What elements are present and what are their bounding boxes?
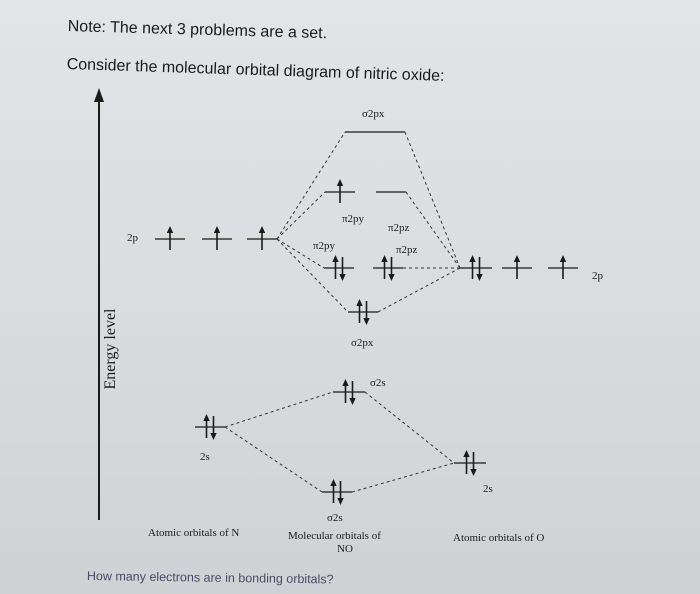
sigma-2px-star-label: σ2px xyxy=(362,108,385,120)
energy-axis xyxy=(94,88,104,520)
sigma-2s-label: σ2s xyxy=(327,512,343,524)
o-2p-electron-up-arrow-icon xyxy=(559,255,567,262)
o-2p-electron-up-arrow-icon xyxy=(513,255,521,262)
sigma-2s-star-electron-down-arrow-icon xyxy=(349,398,356,405)
o-2s-electron-up-arrow-icon xyxy=(463,450,470,457)
dash-sigma2s-o2s xyxy=(351,462,455,493)
n-2s-electron-up-arrow-icon xyxy=(203,414,210,421)
o-2s-label: 2s xyxy=(483,483,493,495)
o-2p-electron-down-arrow-icon xyxy=(476,274,483,281)
level-lines xyxy=(155,131,578,493)
mo-column-caption-line2: NO xyxy=(337,543,353,555)
n-2p-label: 2p xyxy=(127,232,138,244)
sigma-2px-electron-up-arrow-icon xyxy=(356,299,363,306)
mo-column-caption-line1: Molecular orbitals of xyxy=(288,530,381,542)
pi-2pz-star-label: π2pz xyxy=(388,222,410,234)
sigma-2s-electron-up-arrow-icon xyxy=(330,479,337,486)
n-2s-label: 2s xyxy=(200,451,210,463)
n-2p-electron-up-arrow-icon xyxy=(213,226,221,233)
n-column-caption: Atomic orbitals of N xyxy=(148,527,240,539)
electron-arrows xyxy=(166,179,567,505)
dash-sigma2s-star-o2s xyxy=(364,391,455,464)
pi-2py-star-electron-up-arrow-icon xyxy=(336,179,344,186)
n-2s-electron-down-arrow-icon xyxy=(210,433,217,440)
dash-sigma-star-o2p xyxy=(404,131,461,269)
pi-2pz-electron-down-arrow-icon xyxy=(388,274,395,281)
energy-axis-label: Energy level xyxy=(102,308,119,390)
dash-n2s-sigma2s xyxy=(224,426,323,493)
dash-n2p-sigma-star xyxy=(276,131,346,240)
pi-2pz-label: π2pz xyxy=(396,244,418,256)
o-2p-label: 2p xyxy=(592,270,603,282)
sigma-2s-electron-down-arrow-icon xyxy=(337,498,344,505)
sigma-2s-star-electron-up-arrow-icon xyxy=(342,379,349,386)
pi-2py-label: π2py xyxy=(313,240,336,252)
sigma-2px-label: σ2px xyxy=(351,337,374,349)
sigma-2s-star-label: σ2s xyxy=(370,377,386,389)
sigma-2px-electron-down-arrow-icon xyxy=(363,318,370,325)
pi-2py-electron-up-arrow-icon xyxy=(332,255,339,262)
o-2p-electron-up-arrow-icon xyxy=(469,255,476,262)
pi-2py-electron-down-arrow-icon xyxy=(339,274,346,281)
dash-n2p-pi-star xyxy=(276,191,326,240)
n-2p-electron-up-arrow-icon xyxy=(166,226,174,233)
dash-n2s-sigma2s-star xyxy=(224,391,334,428)
n-2p-electron-up-arrow-icon xyxy=(258,226,266,233)
pi-2pz-electron-up-arrow-icon xyxy=(381,255,388,262)
correlation-lines xyxy=(224,131,461,493)
pi-2py-star-label: π2py xyxy=(342,213,365,225)
dash-n2p-sigma xyxy=(276,238,349,313)
o-2s-electron-down-arrow-icon xyxy=(470,469,477,476)
axis-arrowhead-icon xyxy=(94,88,104,102)
dash-pi-star-o2p xyxy=(405,191,461,269)
o-column-caption: Atomic orbitals of O xyxy=(453,532,545,544)
